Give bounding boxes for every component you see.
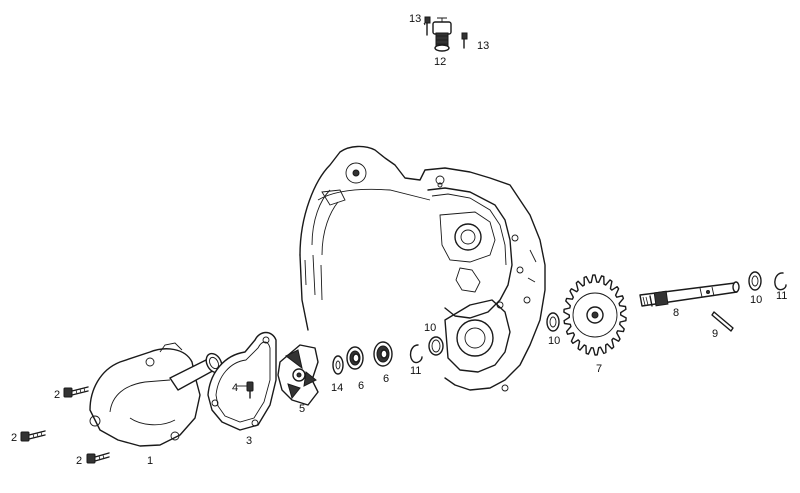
callout-4: 4 [232,382,238,394]
callout-8: 8 [673,307,679,319]
callout-2-top: 2 [54,389,60,401]
impeller [277,344,319,406]
callout-5: 5 [299,403,305,415]
washer-10c [748,271,762,291]
callout-6-right: 6 [383,373,389,385]
pump-gear [563,274,627,356]
callout-12: 12 [434,56,446,68]
pump-screw [246,381,254,399]
callout-10-left: 10 [424,322,436,334]
leader-lines [237,22,426,387]
callout-2-bottom: 2 [76,455,82,467]
callout-1: 1 [147,455,153,467]
callout-9: 9 [712,328,718,340]
gasket [207,331,277,431]
seal-6a [346,346,364,370]
callout-labels: 13 13 12 2 2 2 1 3 4 5 14 6 6 11 10 10 7… [11,13,787,467]
callout-11-left: 11 [410,365,421,377]
washer-10b [546,312,560,332]
screw-c [86,452,110,464]
callout-11-right: 11 [776,290,787,302]
callout-3: 3 [246,435,252,447]
washer-14 [332,355,344,375]
callout-2-middle: 2 [11,432,17,444]
crankcase [299,145,546,392]
drive-pin [711,311,734,332]
circlip-11b [774,272,787,291]
washer-10a [428,336,444,356]
callout-10-right: 10 [750,294,762,306]
callout-14: 14 [331,382,343,394]
callout-7: 7 [596,363,602,375]
circlip-11a [409,344,423,364]
seal-6b [373,341,393,367]
screw-a [63,386,89,398]
thermostat-assembly [424,16,468,52]
callout-13-top: 13 [409,13,421,25]
screw-set [20,386,110,464]
pump-shaft [639,281,740,307]
callout-13-right: 13 [477,40,489,52]
callout-10-middle: 10 [548,335,560,347]
callout-6-left: 6 [358,380,364,392]
pump-cover [89,342,223,447]
screw-b [20,430,46,442]
